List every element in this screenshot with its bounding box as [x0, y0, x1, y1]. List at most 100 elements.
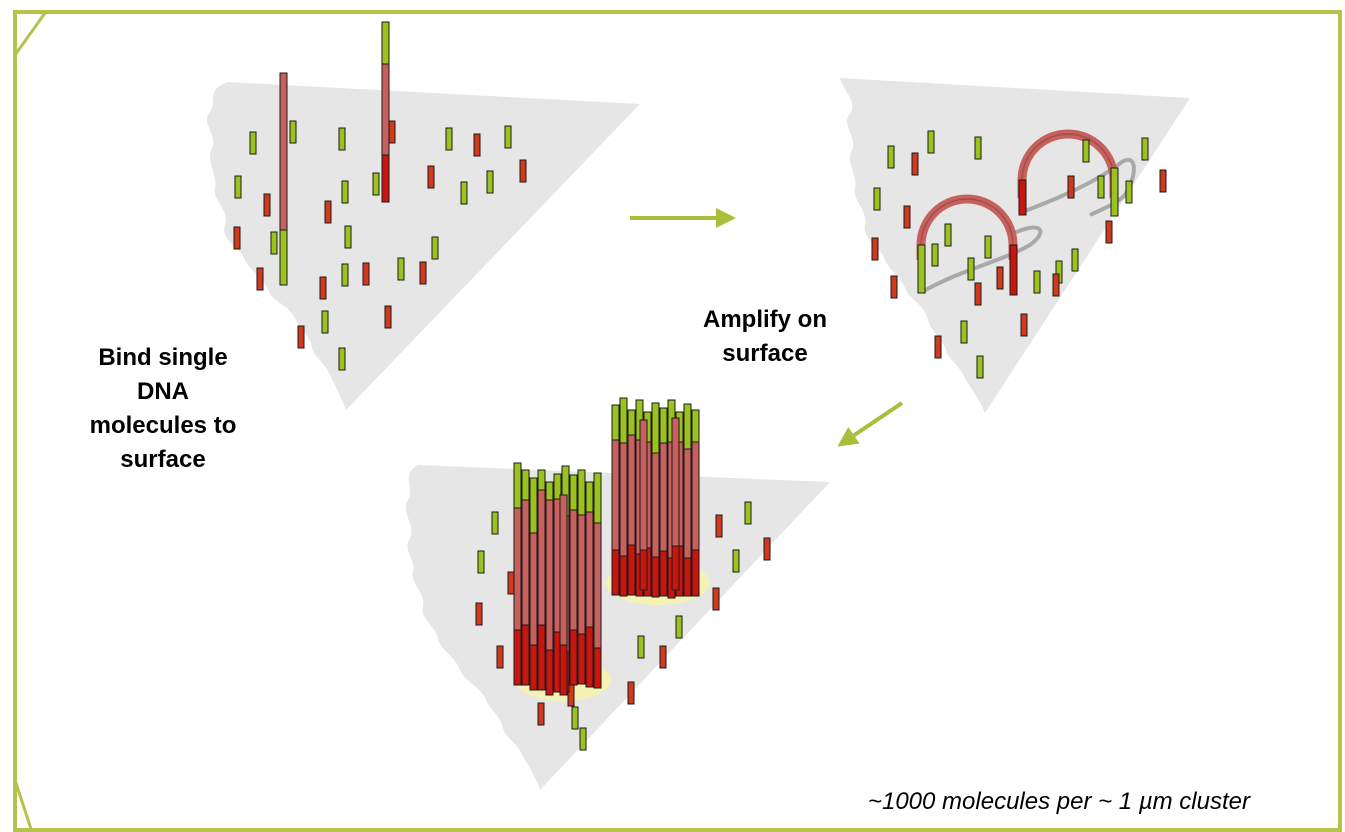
red-primer [519, 159, 527, 183]
red-primer [1105, 220, 1113, 244]
strand-green-end [659, 407, 668, 444]
strand-body [659, 442, 668, 552]
red-primer [890, 275, 898, 299]
strand-green-end [279, 229, 288, 286]
strand-green-end [537, 469, 546, 491]
strand-green-end [619, 397, 628, 444]
strand-red-end [683, 557, 692, 597]
red-primer [388, 120, 396, 144]
strand-body [537, 489, 546, 626]
strand-body [585, 511, 594, 628]
strand-green-end [651, 402, 660, 454]
red-primer [256, 267, 264, 291]
green-primer [571, 706, 579, 730]
red-primer [974, 282, 982, 306]
strand-red-end [545, 649, 554, 696]
green-primer [477, 550, 485, 574]
red-primer [427, 165, 435, 189]
red-primer [871, 237, 879, 261]
bind-caption-line: Bind single [98, 344, 228, 371]
strand-body [545, 499, 554, 651]
red-primer [911, 152, 919, 176]
red-primer [712, 587, 720, 611]
bridge-leg [1110, 167, 1119, 217]
strand-body [683, 448, 692, 559]
strand-green-end [585, 481, 594, 513]
green-primer [732, 549, 740, 573]
red-primer [659, 645, 667, 669]
green-primer [887, 145, 895, 169]
red-primer [362, 262, 370, 286]
green-primer [744, 501, 752, 525]
red-primer [996, 266, 1004, 290]
strand-red-end [381, 154, 390, 203]
frame-corner [13, 779, 34, 832]
red-primer [384, 305, 392, 329]
red-primer [324, 200, 332, 224]
green-primer [344, 225, 352, 249]
green-primer [372, 172, 380, 196]
red-primer [715, 514, 723, 538]
green-primer [1033, 270, 1041, 294]
strand-green-end [529, 477, 538, 534]
flowcell-surface-3 [405, 465, 830, 790]
green-primer [1082, 139, 1090, 163]
green-primer [637, 635, 645, 659]
green-primer [1141, 137, 1149, 161]
green-primer [270, 231, 278, 255]
green-primer [976, 355, 984, 379]
strand-body [671, 417, 680, 547]
bridge-leg [917, 244, 926, 294]
strand-body [529, 532, 538, 646]
green-primer [931, 243, 939, 267]
strand-red-end [585, 626, 594, 688]
strand-red-end [593, 647, 602, 689]
green-primer [944, 223, 952, 247]
red-primer [475, 602, 483, 626]
bridge-amplification [916, 129, 1136, 294]
green-primer [873, 187, 881, 211]
green-primer [321, 310, 329, 334]
strand-red-end [659, 550, 668, 597]
strand-green-end [691, 409, 700, 443]
dna-strands [279, 21, 700, 696]
green-primer [289, 120, 297, 144]
red-primer [934, 335, 942, 359]
strand-red-end [639, 549, 648, 591]
down-left-arrow-icon [837, 401, 904, 447]
strand-red-end [529, 644, 538, 691]
green-primer [397, 257, 405, 281]
strand-red-end [619, 555, 628, 597]
green-primer [249, 131, 257, 155]
strand-green-end [521, 469, 530, 501]
flowcell-surface-1 [206, 82, 640, 410]
strand-body [593, 522, 602, 649]
green-primer [974, 136, 982, 160]
strand-body [559, 494, 568, 646]
amplify-caption-line: surface [722, 340, 808, 367]
strand-body [513, 507, 522, 631]
red-primer [233, 226, 241, 250]
green-primer [234, 175, 242, 199]
green-primer [1071, 248, 1079, 272]
bind-caption: Bind single DNA molecules to surface [48, 341, 278, 477]
green-primer [984, 235, 992, 259]
strand-green-end [381, 21, 390, 65]
strand-body [569, 509, 578, 631]
green-primer [675, 615, 683, 639]
cluster-caption: ~1000 molecules per ~ 1 µm cluster [867, 788, 1250, 815]
green-primer [431, 236, 439, 260]
strand-green-end [627, 409, 636, 436]
strand-green-end [513, 462, 522, 509]
green-primer [341, 180, 349, 204]
strand-body [619, 442, 628, 557]
green-primer [341, 263, 349, 287]
strand-red-end [559, 644, 568, 696]
strand-body [577, 514, 586, 635]
strand-green-end [577, 469, 586, 516]
green-primer [338, 347, 346, 371]
strand-green-end [611, 404, 620, 441]
red-primer [473, 133, 481, 157]
red-primer [419, 261, 427, 285]
